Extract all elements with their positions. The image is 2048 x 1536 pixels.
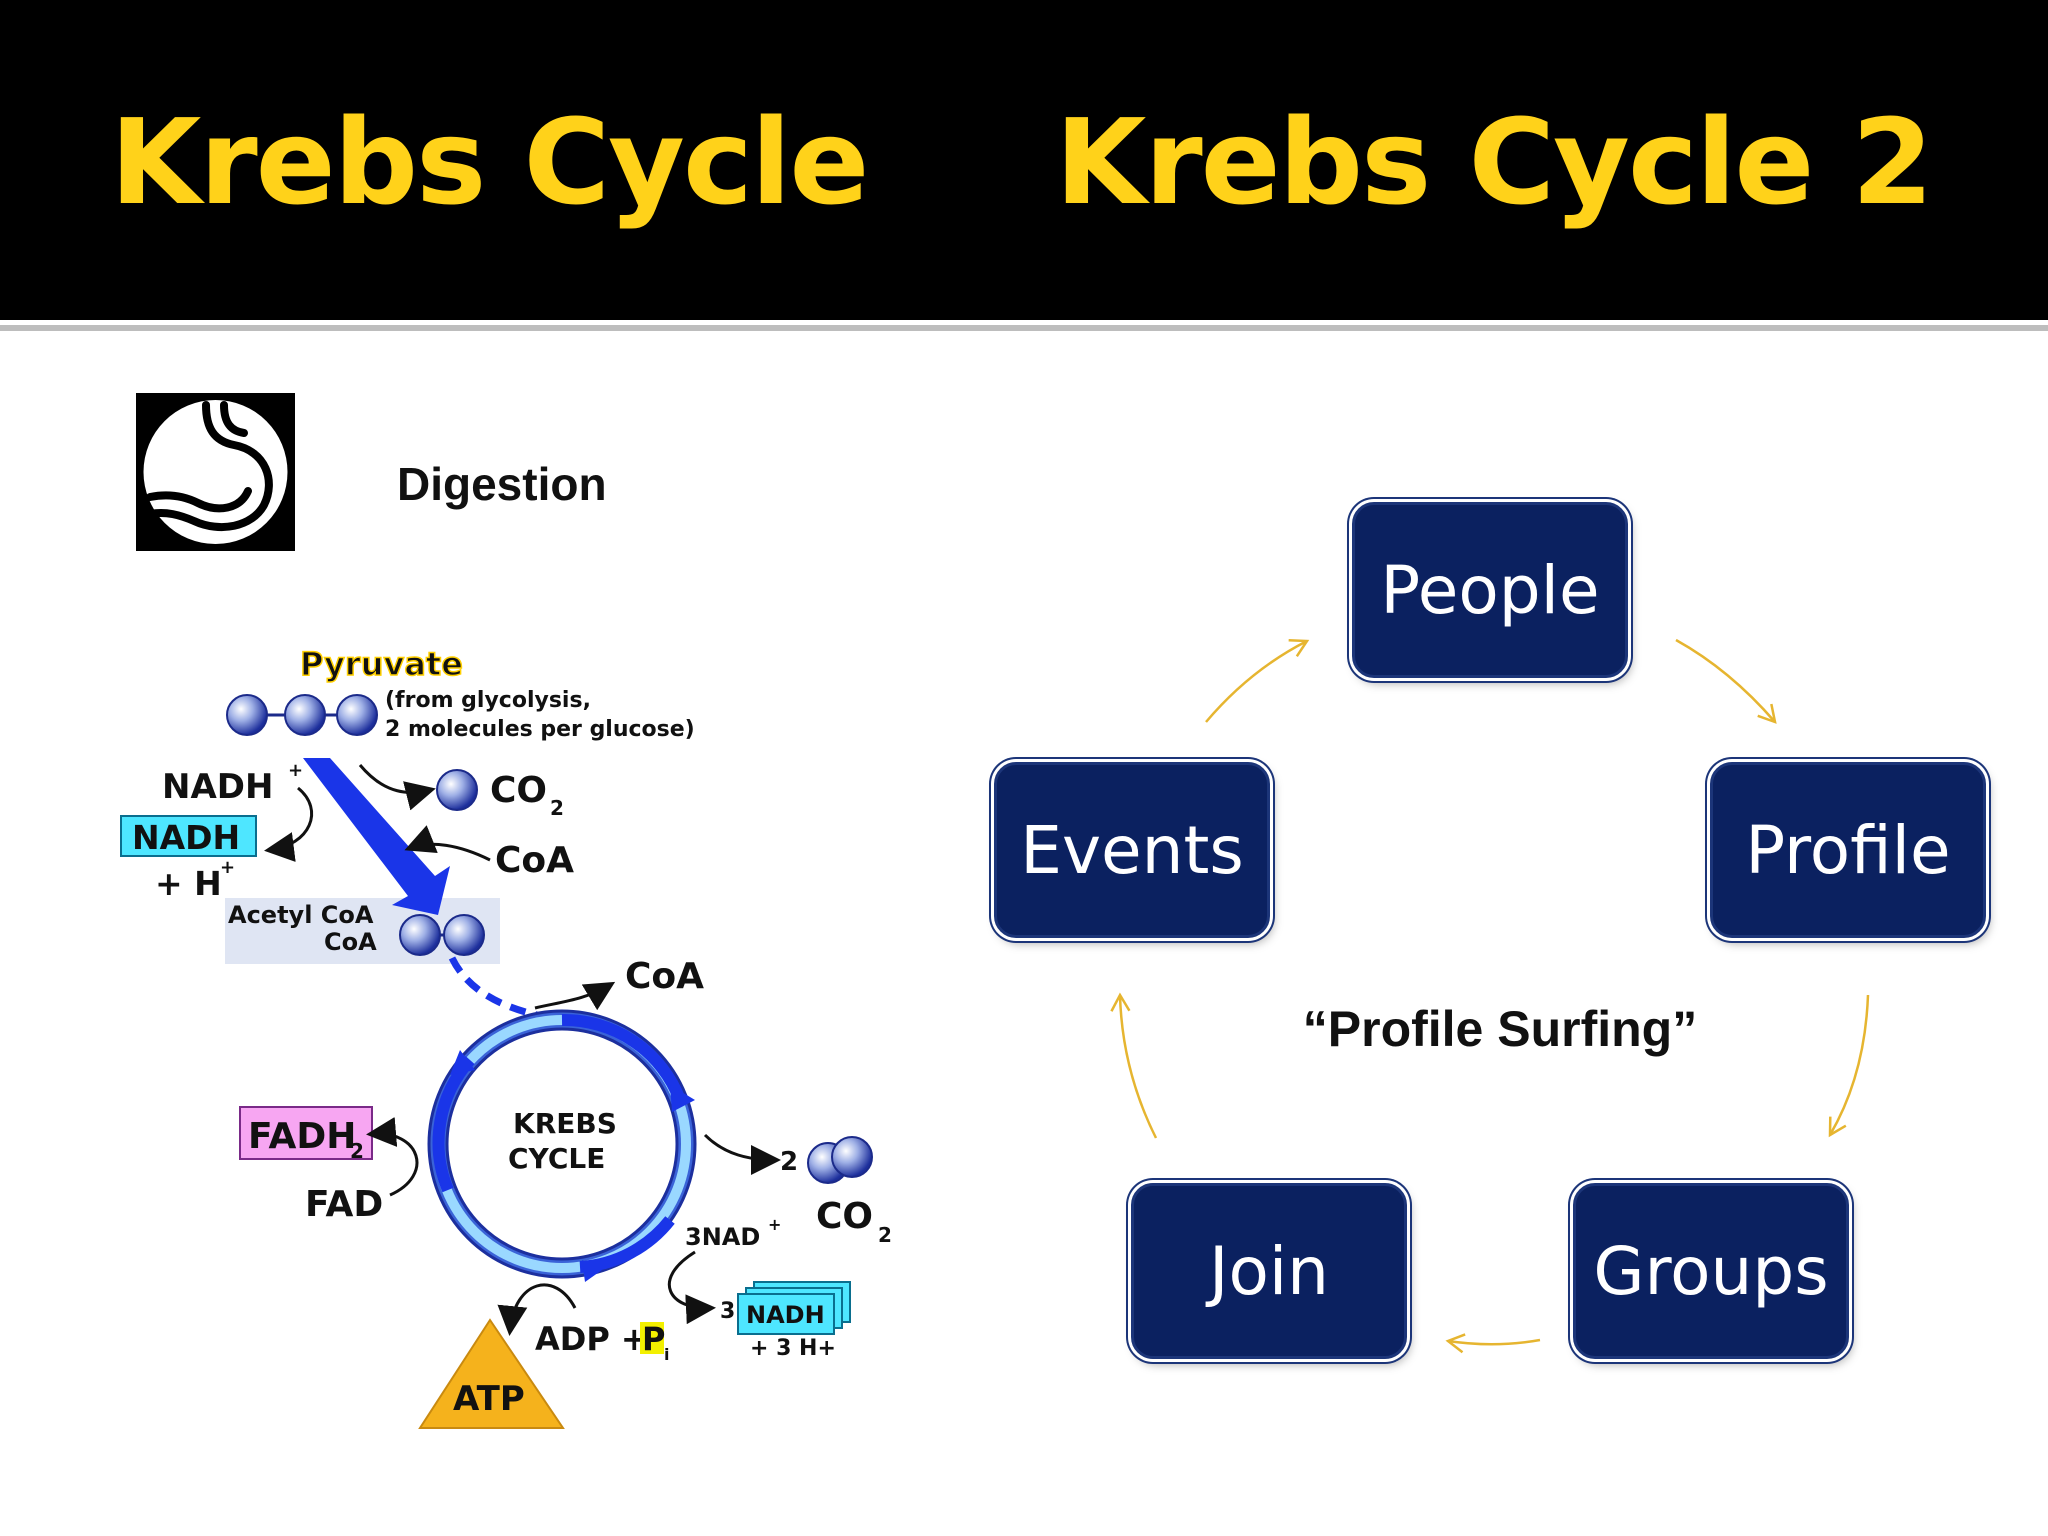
pyruvate-ball-1: [226, 694, 268, 736]
co2-ball-top: [436, 769, 478, 811]
nadh-box: [120, 815, 257, 857]
cycle-node-profile: Profile: [1710, 762, 1986, 938]
cycle-node-people: People: [1352, 502, 1628, 678]
coa-out-label: CoA: [625, 956, 704, 997]
three-nad-label: 3NAD: [685, 1223, 760, 1251]
header-divider: [0, 325, 2048, 331]
nadh-plus-sup: +: [288, 760, 303, 781]
nadh-stack-count: 3: [720, 1299, 735, 1324]
nadh-stack-label: NADH: [746, 1301, 825, 1329]
atp-triangle: [418, 1318, 565, 1429]
pyruvate-ball-2: [284, 694, 326, 736]
pyruvate-label: Pyruvate: [300, 645, 463, 683]
h-plus-label: + H: [155, 864, 222, 903]
digestion-label: Digestion: [397, 458, 607, 510]
krebs-cycle-label-line1: KREBS: [513, 1107, 617, 1140]
pi-sub: i: [664, 1345, 669, 1364]
pyruvate-conversion-arrow: [303, 758, 450, 915]
arrow-groups-to-join: [1445, 1333, 1541, 1354]
arrow-profile-to-groups: [1828, 994, 1870, 1138]
arrow-events-to-people: [1205, 638, 1310, 723]
arrow-join-to-events: [1110, 992, 1158, 1139]
pyruvate-ball-3: [336, 694, 378, 736]
profile-surfing-cycle: People Profile Groups Join Events “Profi…: [960, 470, 2040, 1390]
krebs-cycle-diagram: Pyruvate (from glycolysis, 2 molecules p…: [110, 630, 910, 1470]
acetyl-coa-sub-label: CoA: [324, 928, 377, 956]
cycle-node-events: Events: [994, 762, 1270, 938]
acetyl-ball-1: [399, 914, 441, 956]
co2-ball-right-2: [831, 1136, 873, 1178]
coa-in-label: CoA: [495, 840, 574, 881]
profile-surfing-label: “Profile Surfing”: [1302, 1001, 1698, 1057]
nadh-box-label: NADH: [132, 818, 240, 857]
adp-label: ADP +: [535, 1320, 648, 1358]
nadh-stack: [737, 1293, 835, 1335]
arrow-people-to-profile: [1675, 638, 1777, 724]
acetyl-ball-2: [443, 914, 485, 956]
cycle-node-groups: Groups: [1573, 1183, 1849, 1359]
fad-label: FAD: [305, 1184, 383, 1225]
co2-count-label: 2: [780, 1147, 798, 1177]
pi-label: P: [642, 1320, 665, 1358]
pyruvate-note-line1: (from glycolysis,: [385, 688, 591, 713]
fadh2-sub: 2: [350, 1139, 364, 1163]
stomach-icon: [136, 393, 295, 551]
fadh2-label: FADH: [248, 1116, 356, 1157]
slide-title-left: Krebs Cycle: [110, 93, 869, 231]
pyruvate-note-line2: 2 molecules per glucose): [385, 717, 695, 742]
nadh-plus-label: NADH: [162, 767, 273, 807]
three-h-label: + 3 H+: [750, 1336, 836, 1361]
co2-right-sub: 2: [878, 1223, 892, 1247]
co2-top-label: CO: [490, 770, 547, 811]
atp-label: ATP: [453, 1379, 525, 1419]
three-nad-sup: +: [768, 1215, 781, 1234]
krebs-cycle-label-line2: CYCLE: [508, 1142, 605, 1175]
cycle-node-join: Join: [1131, 1183, 1407, 1359]
slide-header: Krebs Cycle Krebs Cycle 2: [0, 0, 2048, 320]
h-plus-sup: +: [220, 857, 235, 878]
acetyl-coa-label: Acetyl CoA: [228, 901, 374, 929]
co2-right-label: CO: [816, 1196, 873, 1237]
header-rule-gap: [0, 320, 2048, 325]
slide-title-right: Krebs Cycle 2: [1055, 93, 1934, 231]
co2-top-sub: 2: [550, 796, 564, 820]
